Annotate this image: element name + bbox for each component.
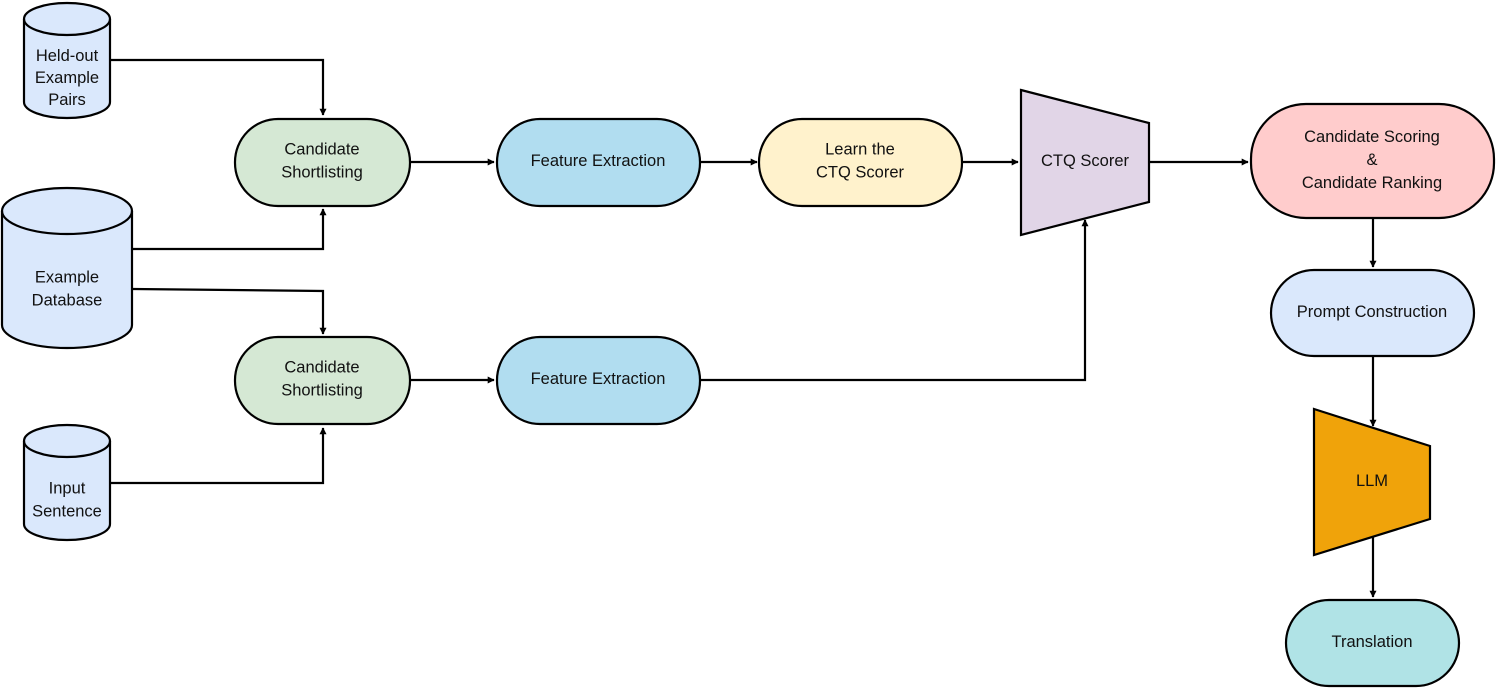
label-line: Candidate Scoring xyxy=(1304,128,1440,146)
learn-box xyxy=(757,117,964,208)
label-line: Shortlisting xyxy=(281,382,363,400)
feature-bottom-box xyxy=(495,335,702,426)
database-cylinder-rim xyxy=(0,210,134,236)
edge-feature-bottom-to-ctq xyxy=(700,219,1089,382)
edges xyxy=(111,58,1377,598)
label-line: Prompt Construction xyxy=(1297,303,1447,321)
label-line: & xyxy=(1366,151,1377,169)
scoring-label: Candidate Scoring & Candidate Ranking xyxy=(1302,128,1442,192)
llm-node: LLM xyxy=(1312,407,1432,557)
candidate-scoring-ranking-node: Candidate Scoring & Candidate Ranking xyxy=(1249,102,1496,220)
label-line: Held-out xyxy=(36,47,99,65)
prompt-construction-node: Prompt Construction xyxy=(1269,268,1476,358)
label-line: LLM xyxy=(1356,472,1388,490)
label-line: Example xyxy=(35,269,99,287)
prompt-box xyxy=(1269,268,1476,358)
ctq-scorer-node: CTQ Scorer xyxy=(1019,88,1151,237)
label-line: Database xyxy=(32,292,103,310)
ctq-label: CTQ Scorer xyxy=(1041,152,1130,170)
ctq-trapezoid xyxy=(1019,88,1151,237)
input-cylinder xyxy=(22,423,112,542)
translation-node: Translation xyxy=(1284,598,1461,688)
prompt-label: Prompt Construction xyxy=(1297,303,1447,321)
llm-label: LLM xyxy=(1356,472,1388,490)
label-line: Candidate Ranking xyxy=(1302,174,1442,192)
input-cylinder-rim xyxy=(22,440,112,459)
label-line: Sentence xyxy=(32,503,102,521)
heldout-cylinder xyxy=(22,1,112,120)
feature-extraction-top-node: Feature Extraction xyxy=(495,117,702,208)
feature-bottom-label: Feature Extraction xyxy=(531,370,666,388)
label-line: Pairs xyxy=(48,91,86,109)
shortlist-bottom-box xyxy=(233,335,412,426)
feature-top-box xyxy=(495,117,702,208)
label-line: Learn the xyxy=(825,141,895,159)
heldout-cylinder-rim xyxy=(22,18,112,37)
label-line: Translation xyxy=(1331,633,1412,651)
edge-database-to-shortlist-bottom xyxy=(132,287,327,335)
edge-heldout-to-shortlist-top xyxy=(111,58,327,116)
label-line: Candidate xyxy=(284,141,359,159)
label-line: CTQ Scorer xyxy=(816,164,905,182)
scoring-box xyxy=(1249,102,1496,220)
label-line: Candidate xyxy=(284,359,359,377)
label-line: CTQ Scorer xyxy=(1041,152,1130,170)
label-line: Feature Extraction xyxy=(531,370,666,388)
feature-extraction-bottom-node: Feature Extraction xyxy=(495,335,702,426)
label-line: Example xyxy=(35,69,99,87)
label-line: Feature Extraction xyxy=(531,152,666,170)
label-line: Shortlisting xyxy=(281,164,363,182)
edge-input-to-shortlist-bottom xyxy=(111,427,327,485)
label-line: Input xyxy=(49,480,86,498)
database-cylinder xyxy=(0,186,134,350)
translation-label: Translation xyxy=(1331,633,1412,651)
llm-trapezoid xyxy=(1312,407,1432,557)
shortlist-top-box xyxy=(233,117,412,208)
edge-database-to-shortlist-top xyxy=(133,208,327,251)
translation-box xyxy=(1284,598,1461,688)
feature-top-label: Feature Extraction xyxy=(531,152,666,170)
